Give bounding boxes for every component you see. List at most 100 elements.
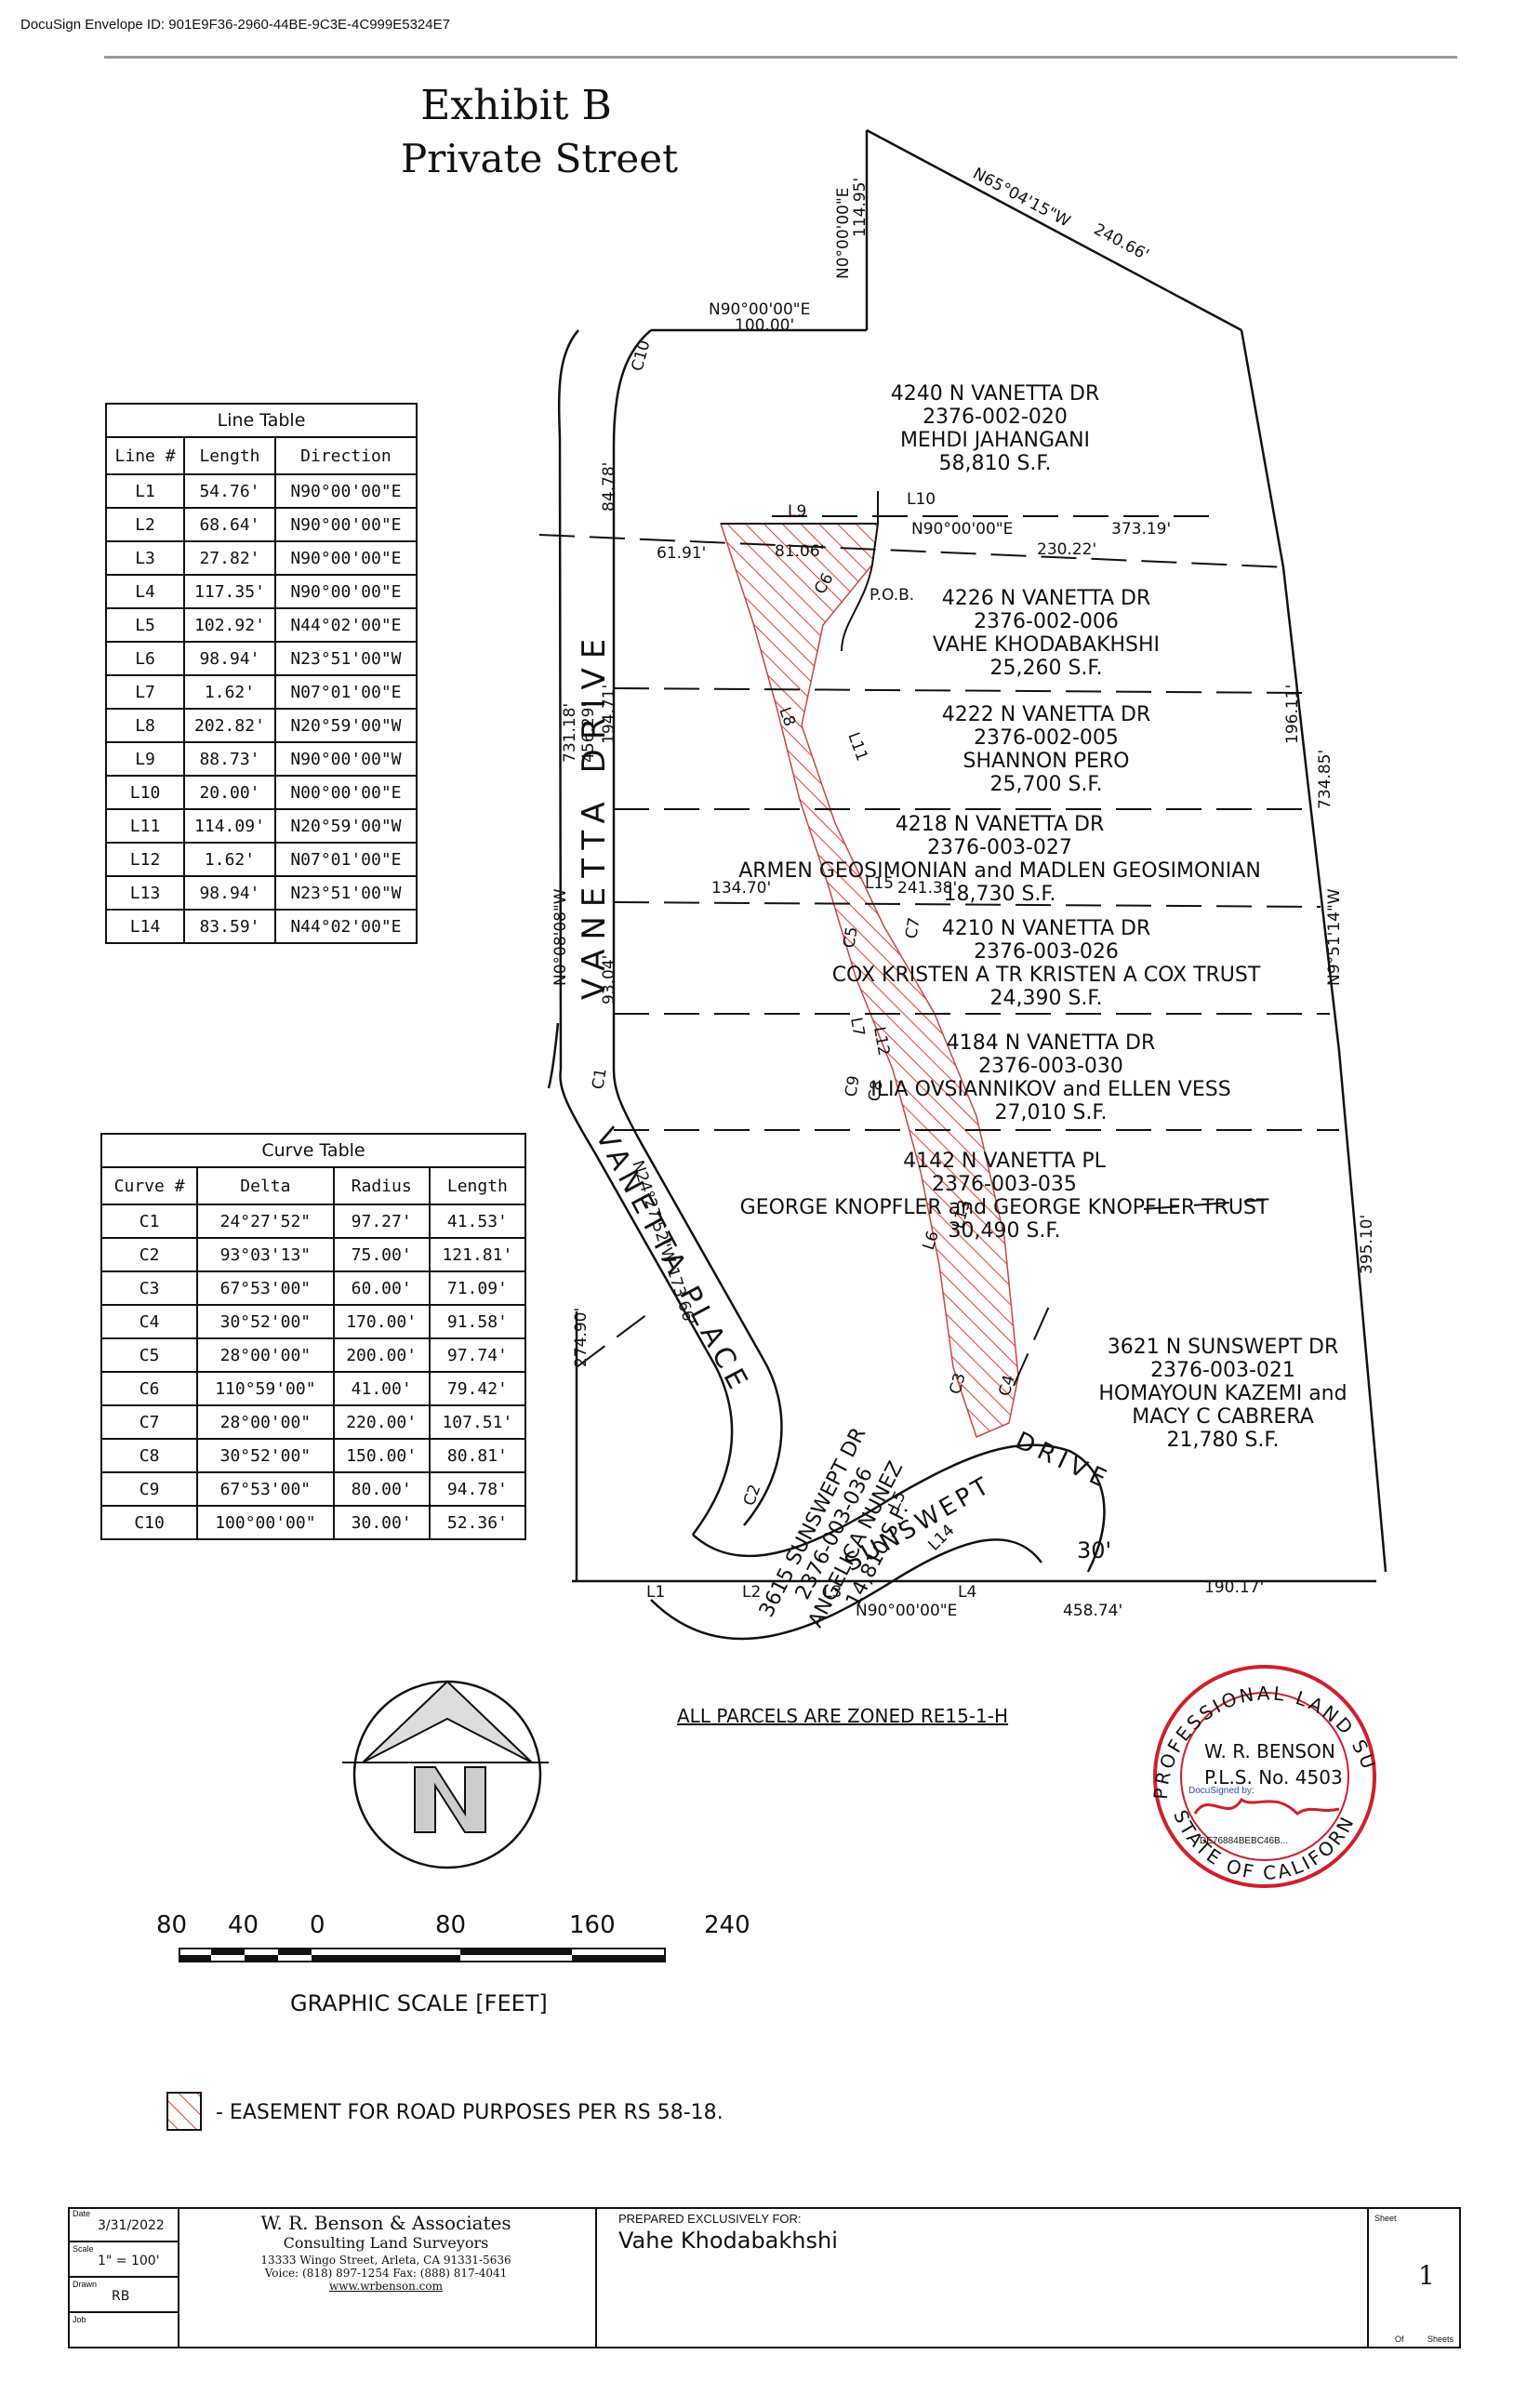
title-line1: Exhibit B <box>420 82 612 129</box>
table-cell: 1.62' <box>183 842 276 877</box>
table-cell: C9 <box>100 1471 199 1507</box>
table-cell: C8 <box>100 1438 199 1473</box>
street-width: 30' <box>1077 1537 1111 1563</box>
left-boundary-upper <box>547 1022 560 1089</box>
table-cell: 30.00' <box>332 1505 431 1540</box>
plat-label: 241.38' <box>897 879 957 898</box>
parcel-line: 4218 N VANETTA DR <box>896 813 1105 836</box>
date-label: Date <box>73 2209 91 2218</box>
plat-label: 458.74' <box>1063 1602 1122 1620</box>
zoning-note: ALL PARCELS ARE ZONED RE15-1-H <box>677 1705 1008 1727</box>
plat-label: 190.17' <box>1204 1578 1264 1597</box>
parcel-line: 4226 N VANETTA DR <box>942 587 1151 610</box>
table-cell: 75.00' <box>332 1237 431 1272</box>
parcel-line: 30,490 S.F. <box>948 1219 1060 1243</box>
date-value: 3/31/2022 <box>98 2218 165 2233</box>
plat-label: DocuSigned by: <box>1188 1786 1255 1796</box>
table-cell: N90°00'00"W <box>273 741 418 777</box>
vanetta-place-west <box>559 1069 734 1536</box>
table-cell: 94.78' <box>428 1471 527 1507</box>
plat-label: N90°00'00"E <box>856 1602 957 1620</box>
easement-strip <box>719 523 1019 1439</box>
plat-label: 100.00' <box>735 316 794 335</box>
sheets-label: Sheets <box>1427 2334 1454 2344</box>
curve-tag: C5 <box>840 925 862 950</box>
legend-text: - EASEMENT FOR ROAD PURPOSES PER RS 58-1… <box>216 2101 724 2124</box>
sheet-label: Sheet <box>1374 2214 1397 2223</box>
line-tag: L15 <box>865 874 894 893</box>
table-cell: 97.27' <box>332 1204 431 1239</box>
table-cell: N20°59'00"W <box>273 808 418 844</box>
graphic-scale <box>179 1948 666 1962</box>
table-cell: N07°01'00"E <box>273 674 418 710</box>
table-header: Line # <box>104 436 186 475</box>
table-cell: N00°00'00"E <box>273 775 418 810</box>
table-header: Direction <box>273 436 418 475</box>
north-arrow <box>342 1680 549 1869</box>
plat-label: 456.29' <box>579 703 598 763</box>
table-cell: 121.81' <box>428 1237 527 1272</box>
table-cell: L1 <box>104 473 186 509</box>
table-cell: 68.64' <box>183 507 276 542</box>
plat-label: 240.66' <box>1091 220 1152 265</box>
table-cell: 54.76' <box>183 473 276 509</box>
firm-subtitle: Consulting Land Surveyors <box>283 2234 489 2252</box>
table-cell: 102.92' <box>183 607 276 643</box>
table-header: Length <box>183 436 276 475</box>
parcel-line: MEHDI JAHANGANI <box>900 429 1090 452</box>
line-tag: L11 <box>843 730 870 764</box>
parcel-line: 58,810 S.F. <box>938 452 1051 475</box>
plat-label: 0 <box>310 1911 325 1939</box>
plat-label: 84.78' <box>600 462 618 512</box>
table-cell: 28°00'00" <box>196 1337 335 1373</box>
line-tag: L10 <box>907 490 936 509</box>
parcel-line: 4210 N VANETTA DR <box>942 917 1151 940</box>
firm-website[interactable]: www.wrbenson.com <box>329 2280 443 2293</box>
table-cell: C7 <box>100 1404 199 1440</box>
drawn-label: Drawn <box>73 2280 98 2289</box>
plat-label: N90°00'00"E <box>911 520 1013 539</box>
parcel-line: 24,390 S.F. <box>989 987 1102 1010</box>
curve-tag: C8 <box>865 1079 887 1103</box>
table-cell: 93°03'13" <box>196 1237 335 1272</box>
table-cell: L5 <box>104 607 186 643</box>
table-cell: 110°59'00" <box>196 1371 335 1406</box>
boundary-north <box>866 128 1242 332</box>
table-cell: L2 <box>104 507 186 542</box>
scale-label: Scale <box>73 2244 94 2254</box>
svg-text:PROFESSIONAL LAND SURVEYOR: PROFESSIONAL LAND SURVEYOR <box>0 0 1378 1800</box>
table-cell: L9 <box>104 741 186 777</box>
table-header: Length <box>428 1166 527 1205</box>
parcel-line: 2376-003-026 <box>974 940 1119 964</box>
title-line2: Private Street <box>401 136 678 181</box>
table-cell: C4 <box>100 1304 199 1339</box>
parcel-line: 21,780 S.F. <box>1166 1429 1279 1452</box>
parcel-line: SHANNON PERO <box>962 750 1129 773</box>
plat-label: 274.90' <box>572 1308 591 1367</box>
parcel-line: 3621 N SUNSWEPT DR <box>1108 1336 1339 1359</box>
plat-label: P.L.S. No. 4503 <box>1204 1766 1343 1789</box>
table-cell: 150.00' <box>332 1438 431 1473</box>
table-cell: L13 <box>104 875 186 911</box>
table-cell: C3 <box>100 1270 199 1306</box>
table-cell: L6 <box>104 641 186 676</box>
plat-label: 734.85' <box>1316 750 1334 809</box>
table-cell: N90°00'00"E <box>273 574 418 609</box>
line-tag: L4 <box>958 1583 976 1602</box>
table-cell: N90°00'00"E <box>273 473 418 509</box>
parcel-line: 4142 N VANETTA PL <box>903 1150 1107 1173</box>
parcel-line: GEORGE KNOPFLER and GEORGE KNOPFLER TRUS… <box>740 1196 1269 1219</box>
line-tag: L9 <box>788 502 806 521</box>
parcel-line: ARMEN GEOSIMONIAN and MADLEN GEOSIMONIAN <box>738 859 1261 883</box>
table-cell: 28°00'00" <box>196 1404 335 1440</box>
plat-label: 134.70' <box>711 879 771 898</box>
table-cell: 27.82' <box>183 540 276 576</box>
table-cell: 30°52'00" <box>196 1304 335 1339</box>
